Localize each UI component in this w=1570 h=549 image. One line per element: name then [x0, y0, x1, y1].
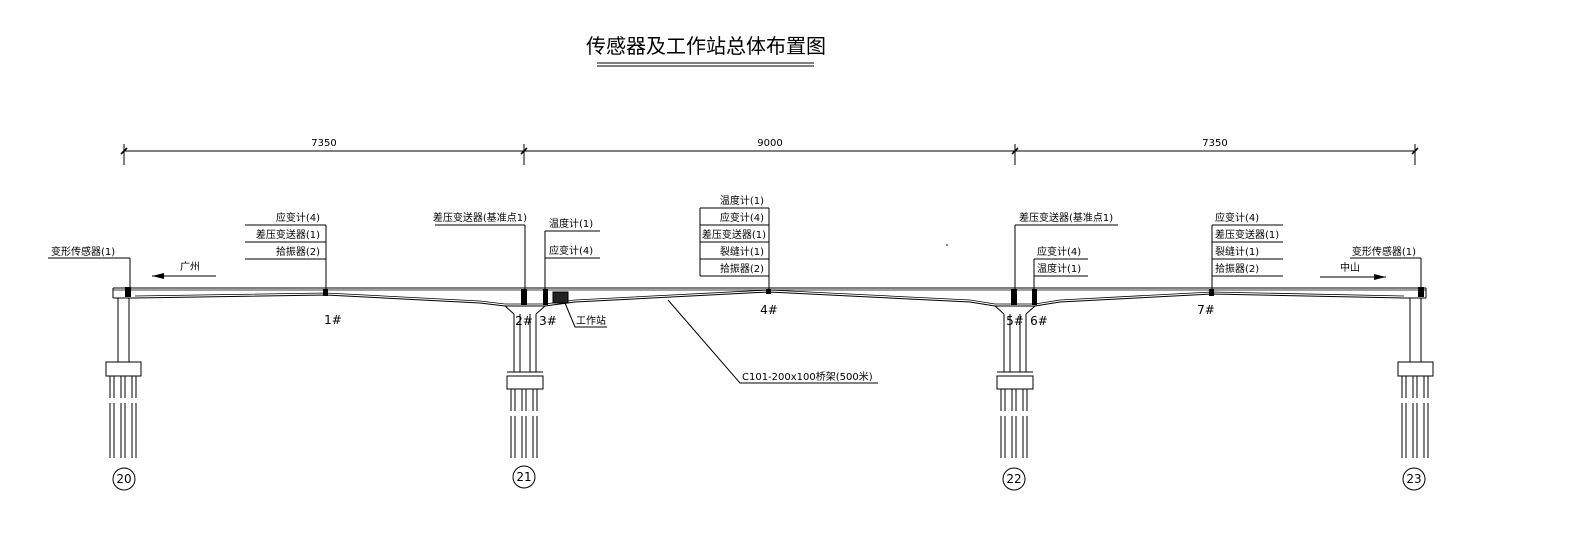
workstation-label: 工作站	[576, 314, 606, 327]
stray-dot	[946, 244, 948, 246]
sensor-point-5: 5#	[1006, 314, 1024, 328]
leader-group-6	[1033, 258, 1088, 290]
label-1-0: 应变计(4)	[276, 211, 320, 224]
dimension-span-1: 7350	[311, 138, 336, 149]
label-20-0: 变形传感器(1)	[51, 245, 115, 258]
label-4-4: 拾振器(2)	[720, 262, 764, 275]
dimension-line	[120, 144, 1419, 165]
pier-21-structure	[504, 305, 546, 458]
pier-20-marker	[112, 467, 136, 491]
bridge-frame-leader	[667, 299, 878, 384]
pier-23-marker	[1402, 467, 1426, 491]
label-23-0: 变形传感器(1)	[1352, 245, 1416, 258]
sensor-block-2	[521, 289, 527, 305]
arrow-left-head	[152, 273, 164, 279]
leader-group-20	[48, 257, 131, 290]
label-7-2: 裂缝计(1)	[1215, 245, 1259, 258]
sensor-point-7: 7#	[1197, 303, 1215, 317]
dimension-span-2: 9000	[757, 138, 782, 149]
label-7-1: 差压变送器(1)	[1215, 228, 1279, 241]
pier-23-structure	[1397, 287, 1434, 458]
leader-group-7	[1211, 224, 1283, 290]
pier-22-marker	[1002, 467, 1026, 491]
label-6-1: 温度计(1)	[1037, 262, 1081, 275]
leader-group-3	[544, 230, 600, 290]
sensor-block-7	[1209, 289, 1214, 296]
sensor-point-4: 4#	[760, 303, 778, 317]
pier-21-marker	[512, 465, 536, 489]
direction-right-label: 中山	[1340, 261, 1360, 274]
leader-group-1	[245, 224, 327, 290]
label-3-0: 温度计(1)	[549, 217, 593, 230]
drawing-title: 传感器及工作站总体布置图	[586, 34, 826, 58]
pier-20-structure	[105, 287, 142, 458]
sensor-point-6: 6#	[1030, 314, 1048, 328]
sensor-block-4	[766, 289, 771, 294]
sensor-point-1: 1#	[324, 313, 342, 327]
sensor-block-1	[323, 289, 328, 296]
label-4-1: 应变计(4)	[720, 211, 764, 224]
leader-group-23	[1350, 257, 1422, 290]
sensor-point-2: 2#	[515, 314, 533, 328]
sensor-point-3: 3#	[539, 314, 557, 328]
workstation-leader	[564, 302, 607, 328]
label-1-2: 拾振器(2)	[276, 245, 320, 258]
pier-22-structure	[994, 305, 1036, 458]
label-4-0: 温度计(1)	[720, 194, 764, 207]
dimension-span-3: 7350	[1202, 138, 1227, 149]
pier-22-number: 22	[1006, 472, 1021, 486]
label-3-1: 应变计(4)	[549, 244, 593, 257]
label-4-2: 差压变送器(1)	[702, 228, 766, 241]
leader-group-5	[1014, 224, 1118, 290]
label-7-3: 拾振器(2)	[1215, 262, 1259, 275]
leader-group-4	[699, 207, 770, 290]
label-2-0: 差压变送器(基准点1)	[433, 211, 527, 224]
arrow-right-head	[1374, 274, 1386, 280]
label-4-3: 裂缝计(1)	[720, 245, 764, 258]
direction-left-label: 广州	[180, 261, 200, 273]
pier-20-number: 20	[116, 472, 131, 486]
label-7-0: 应变计(4)	[1215, 211, 1259, 224]
sensor-block-3	[543, 289, 548, 305]
leader-group-2	[435, 224, 526, 290]
label-6-0: 应变计(4)	[1037, 245, 1081, 258]
bridge-frame-label: C101-200x100桥架(500米)	[742, 370, 873, 383]
pier-23-number: 23	[1406, 472, 1421, 486]
label-5-0: 差压变送器(基准点1)	[1019, 211, 1113, 224]
sensor-block-5	[1011, 289, 1017, 305]
label-1-1: 差压变送器(1)	[256, 228, 320, 241]
workstation-box	[552, 291, 569, 304]
pier-21-number: 21	[516, 470, 531, 484]
sensor-block-6	[1032, 289, 1037, 305]
